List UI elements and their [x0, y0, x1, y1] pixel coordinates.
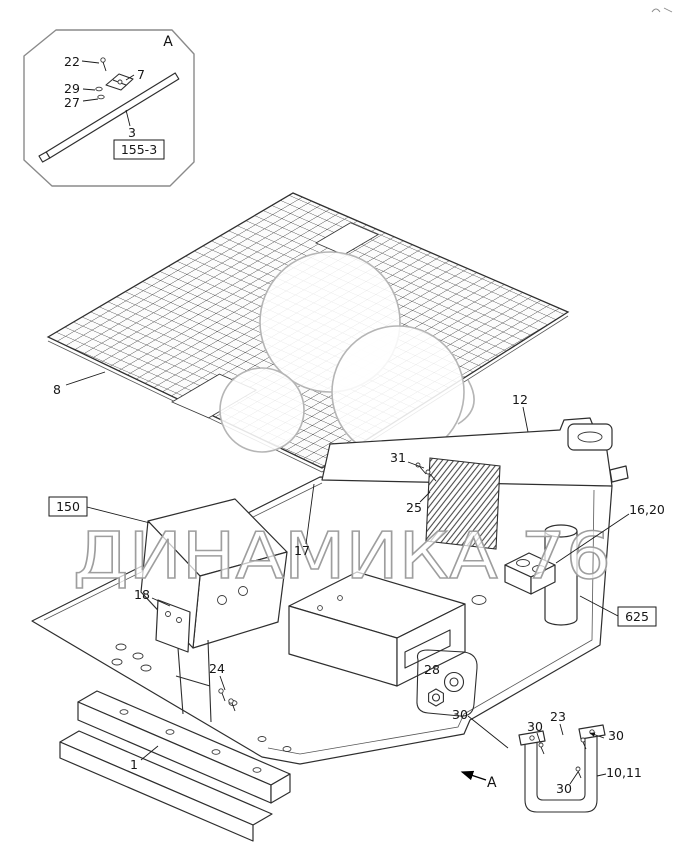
- grille-panel: [425, 457, 501, 550]
- callout-17: 17: [294, 543, 310, 558]
- view-a-label: A: [487, 775, 497, 791]
- callout-27: 27: [64, 95, 80, 110]
- bracket-hole: [117, 79, 123, 85]
- u-bracket-bolts: [538, 737, 587, 779]
- platform-assembly: [31, 417, 629, 842]
- detail-view-a: A 22 7 29 27 3 155-3: [23, 29, 195, 187]
- u-bracket: [518, 724, 606, 813]
- callout-28: 28: [424, 662, 440, 677]
- callout-23: 23: [550, 709, 566, 724]
- rod-tip: [38, 151, 51, 163]
- callout-3: 3: [128, 125, 136, 140]
- detail-title: A: [163, 34, 173, 50]
- callout-30-right: 30: [608, 728, 624, 743]
- bolt-22: [100, 57, 107, 72]
- l-bracket: [155, 599, 191, 653]
- ref-label-150: 150: [56, 499, 80, 514]
- leader-lines: [65, 371, 630, 785]
- callout-1: 1: [130, 757, 138, 772]
- corner-mark: [651, 7, 673, 13]
- back-wall: [321, 417, 613, 487]
- callout-30-left: 30: [527, 719, 543, 734]
- callout-30-u: 30: [556, 781, 572, 796]
- washer-27: [97, 94, 105, 100]
- ref-box-150: [48, 496, 88, 517]
- floor-holes: [111, 595, 487, 752]
- callout-7: 7: [137, 67, 145, 82]
- mat-edge: [47, 315, 569, 473]
- ref-label-155-3: 155-3: [121, 142, 157, 157]
- watermark-text: ДИНАМИКА 76: [73, 520, 611, 594]
- nut-30: [428, 688, 444, 707]
- swirl-tail: [457, 379, 475, 425]
- callout-layer: 8 31 25 12 16,20 150 17 18 625 24 1 28 3…: [48, 371, 665, 796]
- callout-12: 12: [512, 392, 528, 407]
- callout-30-washer: 30: [452, 707, 468, 722]
- equipment-box: [288, 571, 466, 687]
- callout-8: 8: [53, 382, 61, 397]
- step-bar-upper: [77, 690, 291, 804]
- holder-bracket: [504, 552, 556, 595]
- ref-box-155-3: [113, 139, 165, 160]
- callout-25: 25: [406, 500, 422, 515]
- callout-29: 29: [64, 81, 80, 96]
- callout-18: 18: [134, 587, 150, 602]
- leader-arrow-30: [589, 732, 605, 739]
- console-legs: [175, 639, 212, 723]
- fastener-detail: [416, 649, 509, 749]
- logo-swirl: [219, 251, 475, 459]
- bolts-24: [218, 688, 236, 712]
- ref-box-625: [617, 606, 657, 627]
- swirl-circle-3: [219, 367, 305, 453]
- callout-10-11: 10,11: [606, 765, 642, 780]
- callout-22: 22: [64, 54, 80, 69]
- washer-29: [95, 86, 103, 92]
- side-tab: [609, 465, 629, 483]
- callout-24: 24: [209, 661, 225, 676]
- detail-border: [23, 29, 195, 187]
- hook-bracket: [567, 423, 613, 451]
- ref-label-625: 625: [625, 609, 649, 624]
- callout-16-20: 16,20: [629, 502, 665, 517]
- mat-cutout-top: [315, 222, 380, 256]
- step-bar-lower: [59, 730, 273, 842]
- washer-28: [443, 671, 465, 693]
- view-a-arrow: [460, 770, 487, 781]
- detail-leaders: [81, 60, 135, 127]
- callout-31: 31: [390, 450, 406, 465]
